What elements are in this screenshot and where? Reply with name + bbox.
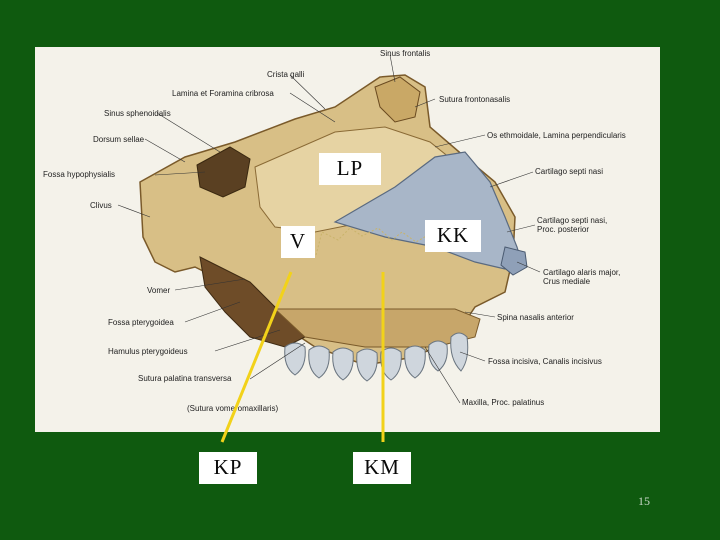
marker-km: KM (353, 452, 411, 484)
marker-lp: LP (319, 153, 381, 185)
marker-v: V (281, 226, 315, 258)
septum-boundary-trace (316, 228, 430, 255)
marker-kk: KK (425, 220, 481, 252)
pointer-kp (222, 272, 291, 442)
marker-kp: KP (199, 452, 257, 484)
page-number: 15 (638, 494, 650, 509)
